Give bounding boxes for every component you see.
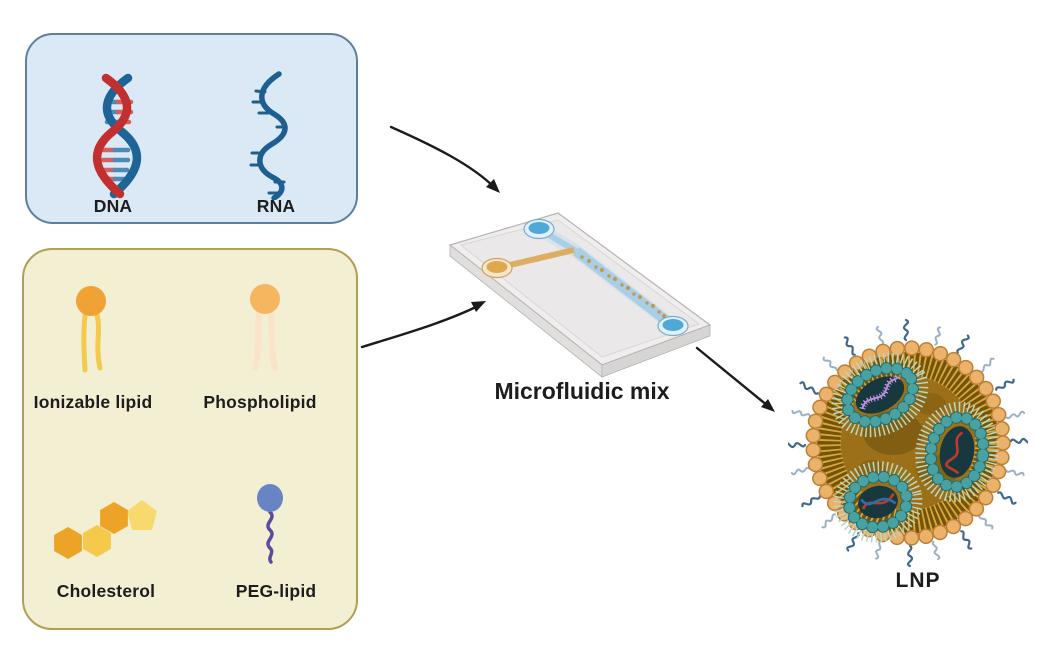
ionizable-lipid-label: Ionizable lipid (33, 392, 153, 412)
lipid-head (76, 286, 106, 316)
phospholipid-icon (250, 284, 280, 371)
lipid-head-ring (806, 341, 1010, 545)
cholesterol-icon (54, 500, 157, 559)
mixing-channel (572, 247, 676, 329)
inlet-port-lipid (481, 257, 513, 279)
cholesterol-ring-yellow (83, 525, 111, 557)
cholesterol-ring-orange-top (100, 502, 128, 534)
chip-right-edge (601, 324, 711, 378)
ionizable-lipid-icon (76, 286, 106, 373)
dna-blue-strand (102, 73, 142, 199)
micelle-rna (915, 401, 999, 503)
cholesterol-ring-orange (54, 527, 82, 559)
mixing-particles (580, 255, 666, 318)
peg-lipid-icon (257, 484, 283, 564)
peg-head (257, 484, 283, 512)
dna-label: DNA (93, 196, 133, 216)
micelle-mrna (831, 352, 929, 438)
rna-label: RNA (256, 196, 296, 216)
dna-double-helix-icon (92, 73, 142, 199)
arrowhead-nucleic (486, 179, 500, 193)
rna-backbone (257, 71, 288, 200)
phospholipid-label: Phospholipid (203, 392, 317, 412)
microfluidic-mix-label: Microfluidic mix (494, 378, 670, 404)
outlet-port (657, 315, 689, 337)
micelle-dna (833, 461, 923, 543)
arrow-nucleic-to-chip (389, 125, 497, 190)
cholesterol-ring-light (127, 500, 157, 530)
chip-inner-rim (459, 219, 701, 358)
helix-blue-strand (860, 497, 897, 506)
red-rna-strand (945, 431, 964, 475)
cholesterol-label: Cholesterol (56, 581, 156, 601)
microfluidic-chip-icon (448, 212, 712, 378)
peg-tail (266, 510, 274, 564)
mrna-strand (861, 376, 899, 410)
arrowhead-lnp (761, 399, 775, 412)
nucleic-acid-panel (25, 33, 358, 224)
lnp-label: LNP (895, 569, 941, 592)
dna-red-strand (92, 73, 132, 199)
peg-lipid-label: PEG-lipid (235, 581, 317, 601)
rna-strand-icon (249, 71, 288, 200)
lipid-head (250, 284, 280, 314)
inlet-port-aqueous (523, 218, 555, 240)
lipid-nanoparticle-icon (788, 318, 1028, 568)
lipid-panel (22, 248, 358, 630)
helix-red-strand (861, 492, 895, 510)
